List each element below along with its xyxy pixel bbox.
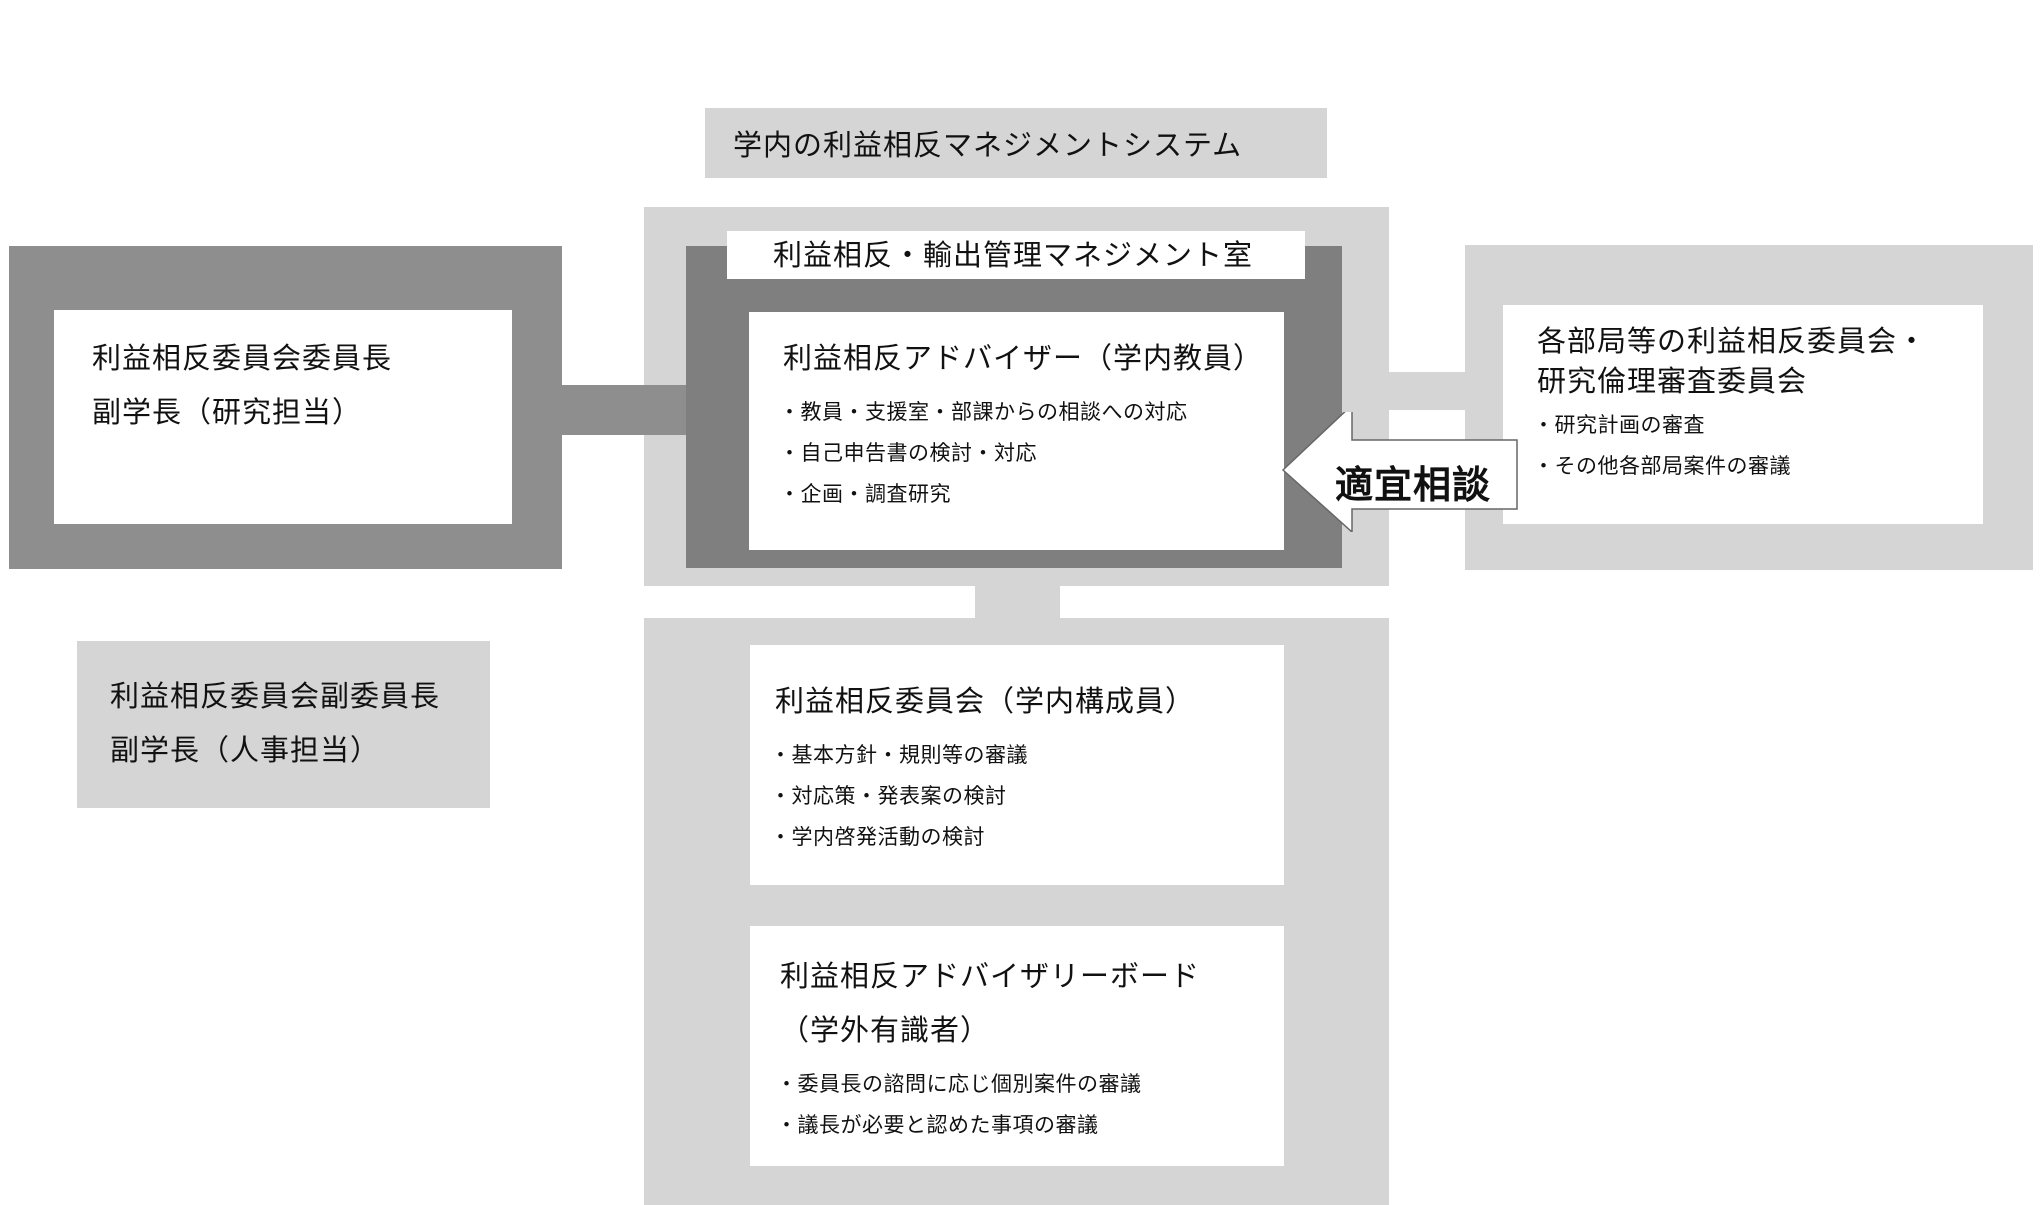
committee-item: ・基本方針・規則等の審議 <box>770 743 1028 767</box>
office-label-box: 利益相反・輸出管理マネジメント室 <box>727 231 1305 279</box>
departments-box: 各部局等の利益相反委員会・ 研究倫理審査委員会 ・研究計画の審査 ・その他各部局… <box>1503 305 1983 524</box>
diagram-title: 学内の利益相反マネジメントシステム <box>733 128 1243 162</box>
advisory-board-item: ・委員長の諮問に応じ個別案件の審議 <box>776 1072 1142 1096</box>
committee-box: 利益相反委員会（学内構成員） ・基本方針・規則等の審議 ・対応策・発表案の検討 … <box>750 645 1284 885</box>
office-departments-connector <box>1389 372 1469 410</box>
vice-chair-box: 利益相反委員会副委員長 副学長（人事担当） <box>77 641 490 808</box>
office-label: 利益相反・輸出管理マネジメント室 <box>773 238 1254 272</box>
advisory-board-box: 利益相反アドバイザリーボード （学外有識者） ・委員長の諮問に応じ個別案件の審議… <box>750 926 1284 1166</box>
advisor-box: 利益相反アドバイザー（学内教員） ・教員・支援室・部課からの相談への対応 ・自己… <box>749 312 1284 550</box>
departments-title-2: 研究倫理審査委員会 <box>1537 364 1808 398</box>
departments-item: ・研究計画の審査 <box>1533 413 1705 437</box>
vice-chair-title: 利益相反委員会副委員長 <box>110 679 441 713</box>
departments-title: 各部局等の利益相反委員会・ <box>1537 324 1928 358</box>
advisory-board-subheading: （学外有識者） <box>780 1013 991 1047</box>
departments-item: ・その他各部局案件の審議 <box>1533 454 1791 478</box>
advisor-item: ・企画・調査研究 <box>779 482 951 506</box>
title-band: 学内の利益相反マネジメントシステム <box>705 108 1327 178</box>
chair-position: 副学長（研究担当） <box>92 395 363 429</box>
advisory-board-item: ・議長が必要と認めた事項の審議 <box>776 1113 1099 1137</box>
committee-item: ・学内啓発活動の検討 <box>770 825 985 849</box>
vice-chair-position: 副学長（人事担当） <box>110 733 381 767</box>
advisor-item: ・自己申告書の検討・対応 <box>779 441 1037 465</box>
chair-box: 利益相反委員会委員長 副学長（研究担当） <box>54 310 512 524</box>
committee-item: ・対応策・発表案の検討 <box>770 784 1007 808</box>
advisor-item: ・教員・支援室・部課からの相談への対応 <box>779 400 1188 424</box>
committee-heading: 利益相反委員会（学内構成員） <box>775 684 1196 718</box>
chair-office-connector <box>562 385 686 435</box>
office-committee-connector <box>975 586 1060 618</box>
consultation-label: 適宜相談 <box>1335 463 1492 507</box>
consultation-arrow <box>1281 412 1518 532</box>
chair-title: 利益相反委員会委員長 <box>92 341 393 375</box>
advisory-board-heading: 利益相反アドバイザリーボード <box>780 959 1201 993</box>
advisor-heading: 利益相反アドバイザー（学内教員） <box>783 341 1264 375</box>
